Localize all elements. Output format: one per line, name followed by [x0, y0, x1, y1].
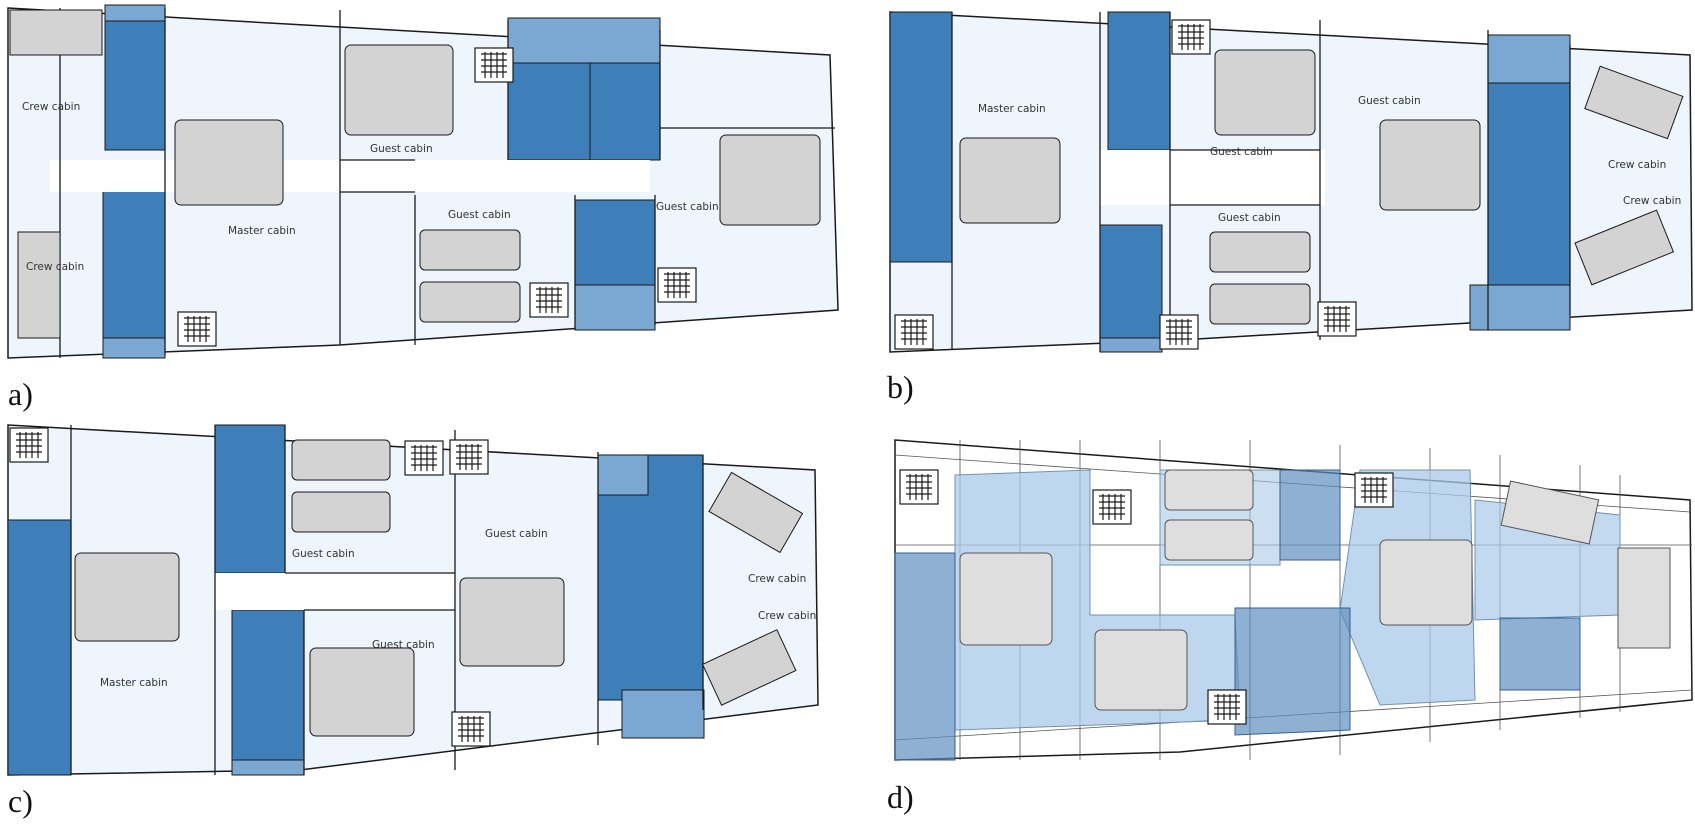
room-label: Crew cabin: [748, 573, 806, 585]
bathroom-strip: [597, 454, 649, 496]
bed: [419, 281, 521, 323]
bed: [1164, 519, 1254, 561]
bed: [419, 229, 521, 271]
bathroom-strip: [231, 759, 305, 776]
bed: [708, 471, 804, 554]
bed: [959, 552, 1053, 646]
corridor: [1100, 150, 1325, 205]
bed: [1209, 231, 1311, 273]
bathroom-strip: [102, 337, 166, 359]
bed: [174, 119, 284, 206]
bed: [74, 552, 180, 642]
walls: [951, 12, 1571, 352]
bathroom-strip: [1487, 34, 1571, 84]
bed: [1164, 469, 1254, 511]
room-label: Guest cabin: [656, 201, 719, 213]
bed: [1617, 547, 1671, 649]
bathroom: [1107, 11, 1171, 151]
cabin-overlay: [1499, 617, 1581, 691]
floor-plan-a: Crew cabin Crew cabin Master cabin Guest…: [7, 4, 839, 359]
bathroom: [102, 177, 166, 339]
room-label: Guest cabin: [1210, 146, 1273, 158]
bed: [459, 577, 565, 667]
bed: [1379, 539, 1473, 626]
room-label: Guest cabin: [370, 143, 433, 155]
bathroom: [889, 11, 953, 263]
room-label: Guest cabin: [448, 209, 511, 221]
panel-label-c: c): [8, 783, 33, 819]
cabin-overlay: [1234, 607, 1351, 736]
bathroom: [1099, 224, 1163, 353]
bed: [309, 647, 415, 737]
bathroom-strip: [1469, 284, 1571, 331]
bathroom-strip: [1099, 337, 1163, 353]
bed: [1500, 480, 1600, 545]
bathroom: [7, 519, 72, 776]
room-label: Crew cabin: [758, 610, 816, 622]
corridor: [215, 573, 455, 610]
room-label: Crew cabin: [26, 261, 84, 273]
bed: [1584, 65, 1684, 140]
bed: [959, 137, 1061, 224]
bed: [291, 439, 391, 481]
room-label: Guest cabin: [1358, 95, 1421, 107]
panel-label-a: a): [8, 376, 33, 412]
panel-label-b: b): [887, 369, 914, 405]
room-label: Crew cabin: [1623, 195, 1681, 207]
floor-plan-b: Master cabin Guest cabin Guest cabin Gue…: [889, 11, 1693, 353]
bathroom-strip: [574, 284, 656, 331]
bed: [701, 629, 797, 706]
bed: [1214, 49, 1316, 136]
room-label: Guest cabin: [485, 528, 548, 540]
floor-plan-c: Guest cabin Guest cabin Master cabin Gue…: [7, 424, 819, 776]
cabin-overlay: [1279, 469, 1341, 561]
bed: [291, 491, 391, 533]
bathroom-strip: [104, 4, 166, 22]
walls: [59, 8, 835, 358]
bed: [344, 44, 454, 136]
bed: [1379, 119, 1481, 211]
room-label: Guest cabin: [1218, 212, 1281, 224]
bathroom: [214, 424, 286, 574]
walls: [70, 425, 704, 775]
bed: [9, 9, 103, 56]
bathroom: [104, 7, 166, 151]
floor-plan-d: [894, 439, 1693, 761]
bathroom: [231, 609, 305, 776]
panel-label-d: d): [887, 779, 914, 815]
bed: [1574, 209, 1675, 286]
bed: [1209, 283, 1311, 325]
cabin-overlay: [894, 552, 956, 761]
room-label: Master cabin: [100, 677, 168, 689]
room-label: Master cabin: [228, 225, 296, 237]
corridor: [50, 160, 650, 192]
room-label: Guest cabin: [292, 548, 355, 560]
room-label: Guest cabin: [372, 639, 435, 651]
room-label: Crew cabin: [22, 101, 80, 113]
bed: [1094, 629, 1188, 711]
bathroom-strip: [507, 17, 661, 64]
bed: [719, 134, 821, 226]
room-label: Crew cabin: [1608, 159, 1666, 171]
bathroom-strip: [621, 689, 705, 739]
room-label: Master cabin: [978, 103, 1046, 115]
bed: [17, 231, 61, 339]
